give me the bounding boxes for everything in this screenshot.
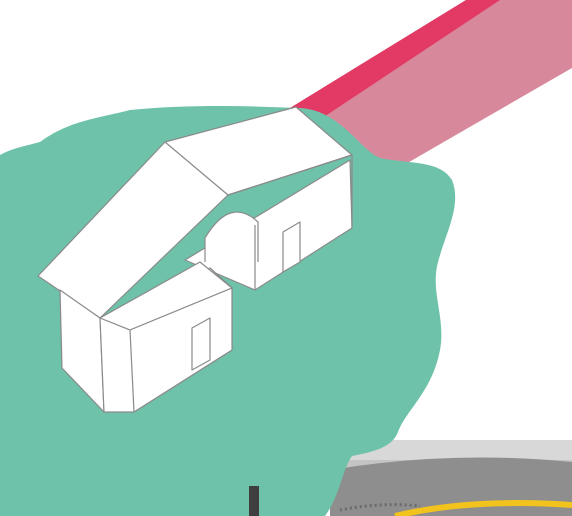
photo-pole	[249, 486, 259, 516]
